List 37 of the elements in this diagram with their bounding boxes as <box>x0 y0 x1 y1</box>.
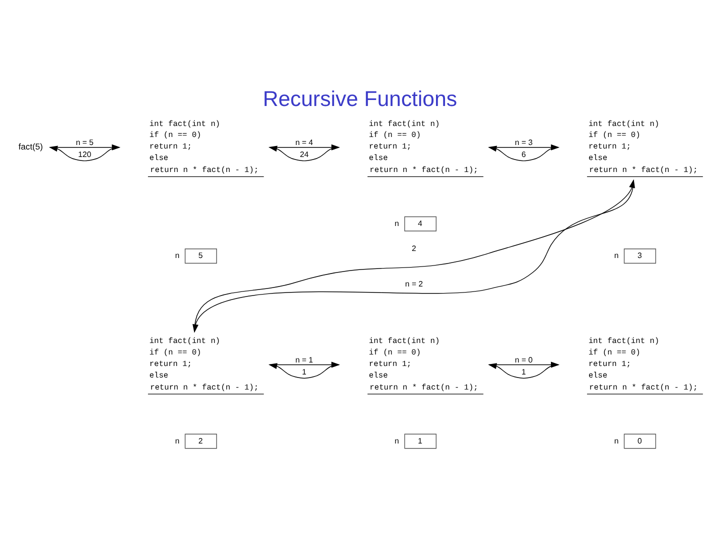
arrow <box>268 363 340 379</box>
edge-label: n = 5 <box>76 138 94 148</box>
node-box: 3 <box>624 248 656 264</box>
arrow <box>48 146 120 162</box>
edge-label: 120 <box>78 150 92 160</box>
edge-label: n = 4 <box>295 138 314 148</box>
node-box: 4 <box>404 216 437 232</box>
arrow <box>488 363 559 379</box>
edge-label: n = 1 <box>295 355 314 364</box>
node-text: int fact(int n) if (n == 0) return 1; else return n * fact(n - 1); <box>368 337 478 393</box>
node-label: n <box>175 251 180 260</box>
node-box: 1 <box>404 434 437 449</box>
node-label: n <box>614 436 619 446</box>
edge-label: 6 <box>522 150 526 160</box>
node-box: 2 <box>184 434 217 449</box>
node-label: n <box>175 436 180 446</box>
edge-label: 2 <box>412 244 416 253</box>
node-text: int fact(int n) if (n == 0) return 1; else return n * fact(n - 1); <box>588 120 698 176</box>
node-label: n <box>614 251 619 260</box>
edge-label: 1 <box>522 368 526 377</box>
edge-label: n = 2 <box>405 280 423 289</box>
arrow <box>488 146 559 162</box>
diagram-title: Recursive Functions <box>262 86 458 111</box>
node-box: 0 <box>624 434 656 449</box>
edge-label: n = 3 <box>514 138 533 148</box>
node-box: 5 <box>184 248 217 264</box>
edge-label: 24 <box>300 150 309 160</box>
arrow <box>268 146 340 162</box>
node-label: n <box>394 218 400 228</box>
node-text: int fact(int n) if (n == 0) return 1; else return n * fact(n - 1); <box>368 120 478 176</box>
node-label: n <box>394 436 400 446</box>
node-text: int fact(int n) if (n == 0) return 1; else return n * fact(n - 1); <box>588 337 698 393</box>
node-text: int fact(int n) if (n == 0) return 1; else return n * fact(n - 1); <box>149 337 259 393</box>
edge-label: n = 0 <box>514 355 533 364</box>
node-text: fact(5) <box>18 142 43 152</box>
edge-label: 1 <box>302 368 306 377</box>
node-text: int fact(int n) if (n == 0) return 1; else return n * fact(n - 1); <box>149 120 259 176</box>
